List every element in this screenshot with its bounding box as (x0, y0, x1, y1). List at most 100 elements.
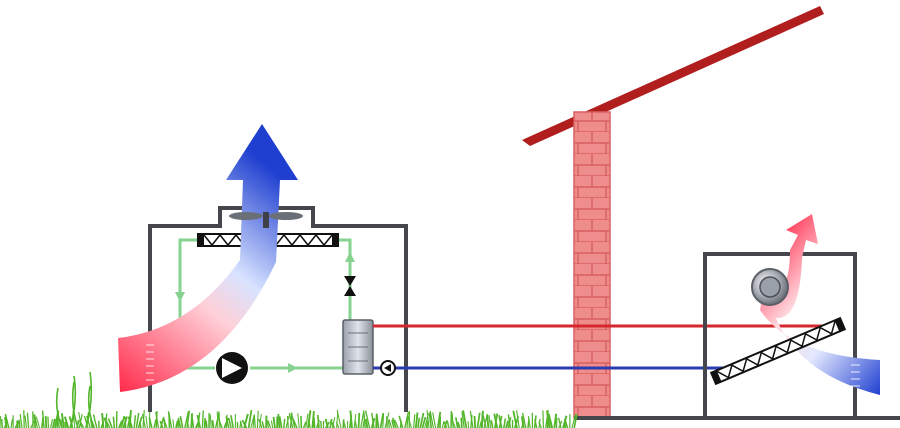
grass-blade (204, 420, 208, 428)
grass-blade (505, 420, 510, 428)
grass-blade (266, 420, 269, 428)
grass-blade (382, 413, 385, 428)
grass-blade (153, 419, 157, 428)
grass-blade (286, 415, 289, 428)
grass-blade (363, 412, 366, 428)
grass-blade (252, 418, 255, 428)
grass-blade (283, 418, 286, 428)
grass-blade (133, 415, 137, 428)
grass-blade (107, 418, 113, 428)
grass-blade (57, 421, 61, 428)
grass-blade (86, 415, 91, 428)
grass-blade (391, 417, 397, 428)
grass-blade (421, 416, 427, 428)
grass-blade (63, 416, 70, 428)
grass-blade (469, 410, 474, 428)
grass-blade (26, 412, 30, 428)
supply-air-arrow (760, 214, 880, 395)
grass-blade (473, 415, 477, 428)
grass-blade (443, 421, 448, 428)
grass-blade (407, 416, 412, 428)
grass-blade (520, 416, 525, 428)
inlet-grille-right (851, 364, 860, 387)
grass-blade (357, 412, 361, 428)
grass-blade (364, 410, 371, 428)
grass-blade (467, 421, 470, 428)
grass-blade (573, 414, 578, 428)
grass-blade (18, 419, 21, 428)
grass-blade (92, 414, 98, 428)
grass-blades (0, 371, 578, 428)
grass-blade (456, 421, 461, 428)
grass-blade (228, 418, 232, 428)
grass-blade (4, 416, 8, 428)
grass-blade (256, 410, 259, 428)
grass-blade (272, 416, 276, 428)
grass-blade (557, 417, 562, 428)
grass-blade (490, 420, 494, 428)
grass-blade (455, 417, 459, 428)
grass-blade (488, 415, 492, 428)
grass-blade (451, 420, 456, 428)
grass-blade (247, 409, 253, 428)
grass-blade (270, 420, 274, 428)
brick-wall (573, 111, 611, 419)
grass-blade (186, 420, 190, 428)
grass-blade (79, 420, 85, 428)
grass-blade (546, 410, 551, 428)
grass-blade (404, 411, 410, 428)
grass-blade (0, 419, 3, 428)
grass-blade (398, 415, 404, 428)
grass-blade (542, 410, 544, 428)
grass-blade (155, 411, 160, 428)
grass-blade (329, 419, 336, 428)
grass-blade (498, 415, 503, 428)
grass-blade (342, 420, 347, 428)
grass-blade (480, 410, 484, 428)
grass-blade (571, 414, 577, 428)
grass-blade (112, 416, 116, 428)
grass-blade (10, 419, 13, 428)
grass-blade (324, 418, 329, 428)
grass-blade (24, 415, 27, 428)
grass-blade (307, 419, 311, 428)
grass-blade (201, 410, 204, 428)
grass-blade (179, 415, 184, 428)
grass-blade (375, 413, 378, 428)
grass-blade (336, 409, 342, 428)
grass-blade (527, 416, 531, 428)
grass-blade (216, 411, 219, 428)
grass-blade (239, 420, 243, 428)
grass-blade (243, 413, 249, 428)
grass-blade (300, 415, 303, 428)
flow-arrows (175, 252, 355, 373)
grass-blade (305, 413, 309, 428)
grass-blade (335, 421, 340, 428)
grass-blade (190, 413, 194, 428)
grass-blade (175, 420, 179, 428)
grass-blade (217, 418, 223, 428)
grass-blade (162, 417, 168, 428)
grass-blade (230, 415, 234, 428)
grass-blade (41, 410, 45, 428)
grass-blade (127, 416, 133, 428)
grass-blade (512, 410, 518, 428)
grass-weed (71, 381, 79, 428)
grass-blade (139, 421, 142, 428)
grass-blade (253, 414, 256, 428)
grass-blade (167, 411, 173, 428)
grass-blade (267, 420, 272, 428)
grass-blade (118, 420, 123, 428)
grass-blade (261, 421, 265, 428)
grass-blade (470, 415, 473, 428)
blower-icon (751, 268, 789, 306)
grass-blade (547, 413, 554, 428)
grass-blade (203, 417, 206, 428)
grass-blade (141, 413, 146, 428)
grass-blade (312, 416, 316, 428)
roof (522, 6, 824, 146)
grass-blade (436, 411, 442, 428)
grass-blade (209, 414, 212, 428)
grass-blade (83, 415, 89, 428)
